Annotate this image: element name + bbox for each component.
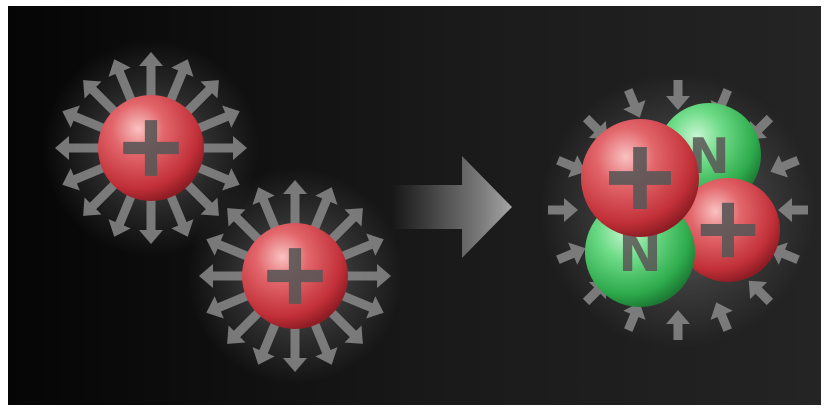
bound-nucleus: NN [540, 72, 816, 348]
repelling-proton-2 [187, 168, 403, 384]
